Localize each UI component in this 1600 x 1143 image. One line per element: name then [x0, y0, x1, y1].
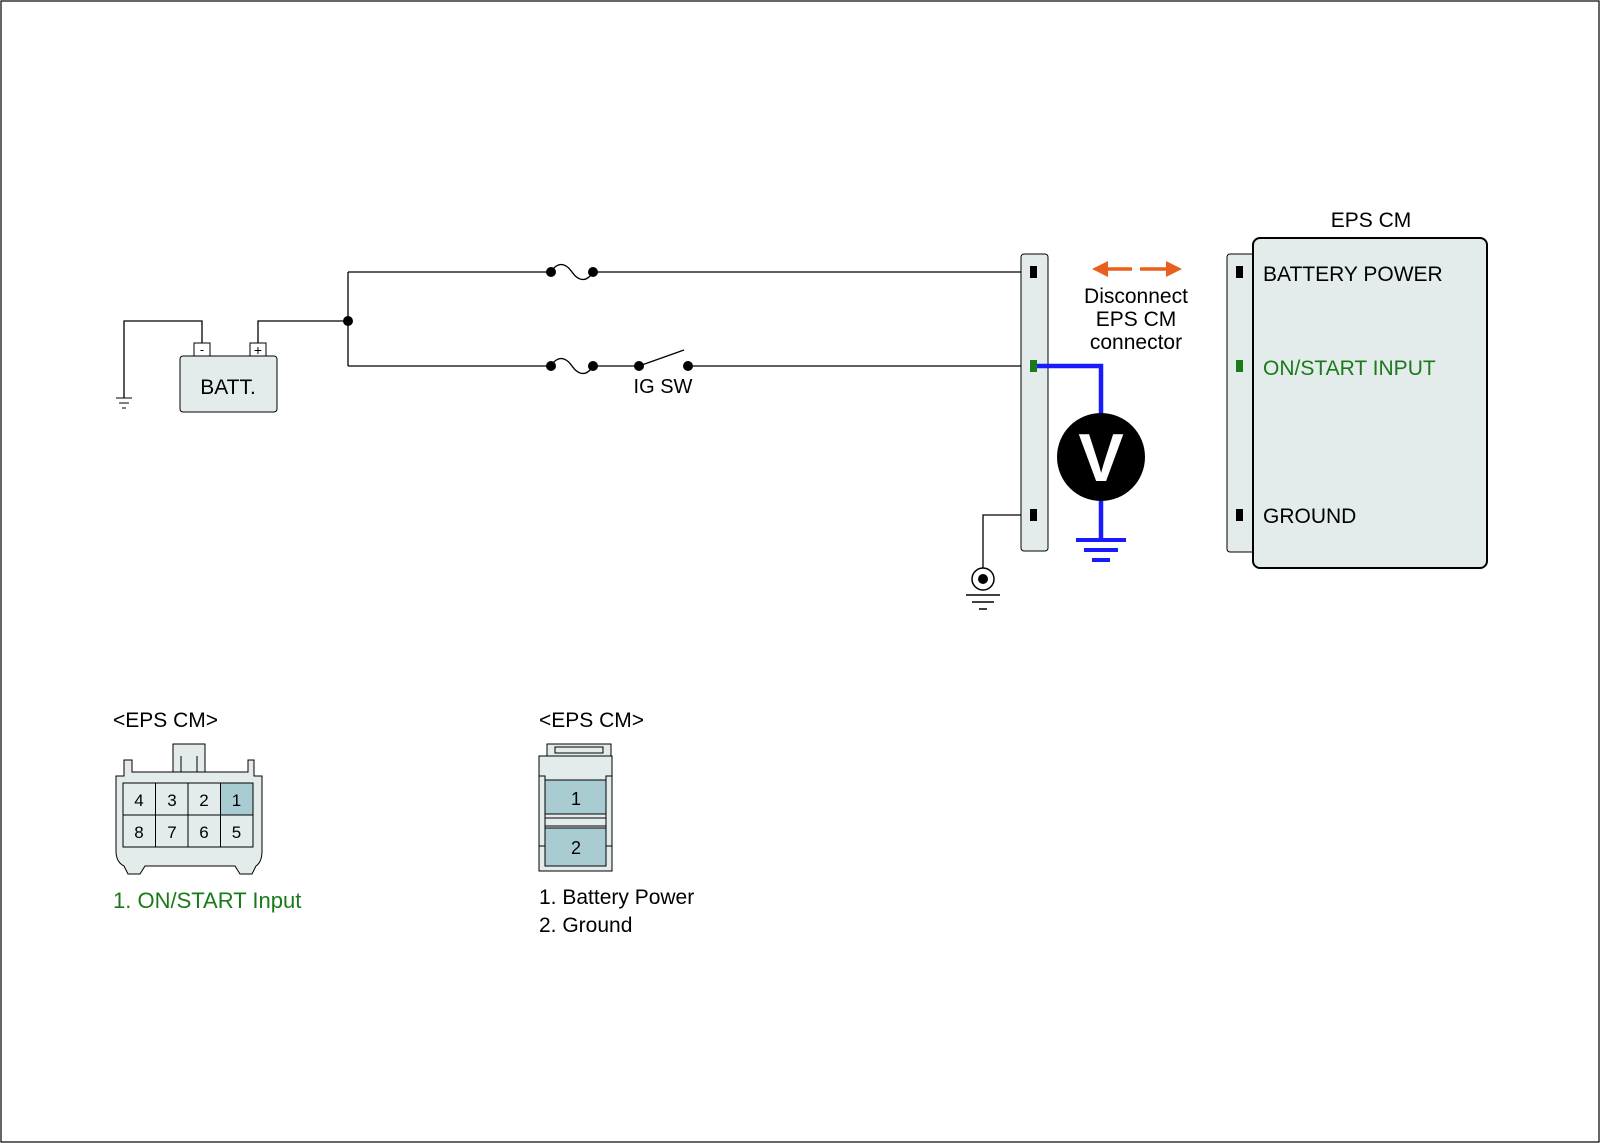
connector-a-8pin: 4 3 2 1 8 7 6 5 — [115, 743, 263, 875]
probe-ground-icon — [1076, 538, 1126, 562]
connector-a-title: <EPS CM> — [113, 709, 218, 732]
battery-negative-wire — [123, 320, 203, 398]
fuse-battery-icon — [546, 263, 598, 281]
connector-b-pin-2: 2 — [571, 838, 581, 858]
wiring — [123, 271, 1032, 568]
connector-a-pin-7: 7 — [167, 823, 176, 842]
ig-switch-label: IG SW — [634, 376, 693, 398]
disconnect-label-line2: EPS CM — [1096, 308, 1177, 331]
connector-a-pin-2: 2 — [199, 791, 208, 810]
connector-a-pin-1: 1 — [232, 791, 241, 810]
connector-b-pin-1-highlight — [544, 779, 607, 815]
ignition-switch-icon — [634, 349, 693, 371]
module-pin-ground — [1236, 509, 1243, 521]
battery-ground-icon — [116, 397, 132, 409]
connector-a-pin-3: 3 — [167, 791, 176, 810]
voltmeter-symbol: V — [1078, 420, 1123, 496]
disconnect-label-line3: connector — [1090, 331, 1182, 354]
battery-neg-symbol: - — [200, 342, 204, 357]
module-title: EPS CM — [1331, 209, 1412, 232]
chassis-ground-icon — [966, 567, 1000, 610]
harness-connector — [1020, 253, 1049, 552]
junction-dot — [343, 316, 353, 326]
connector-b-2pin: 1 2 — [538, 743, 613, 872]
connector-a-pin-6: 6 — [199, 823, 208, 842]
connector-a-pin-1-highlight — [220, 783, 253, 815]
connector-a-pin-5: 5 — [232, 823, 241, 842]
module-label-on-start-input: ON/START INPUT — [1263, 357, 1436, 380]
module-label-battery-power: BATTERY POWER — [1263, 263, 1443, 286]
fuse-ig-icon — [546, 357, 598, 375]
connector-b-divider — [544, 817, 607, 827]
connector-a-pin-8: 8 — [134, 823, 143, 842]
connector-b-legend-2: 2. Ground — [539, 914, 632, 937]
disconnect-arrows-icon — [1092, 261, 1182, 277]
module-pin-battery — [1236, 266, 1243, 278]
probe-wire — [1037, 363, 1104, 540]
harness-pin-ground — [1030, 509, 1037, 521]
voltmeter-icon — [1057, 413, 1145, 501]
connector-b-top-cap — [546, 743, 612, 757]
battery-body — [179, 355, 278, 413]
connector-a-pin-4: 4 — [134, 791, 143, 810]
connector-b-side-rail-right — [605, 775, 613, 847]
battery: - + BATT. — [179, 342, 278, 413]
connector-b-title: <EPS CM> — [539, 709, 644, 732]
connector-a-legend-1: 1. ON/START Input — [113, 888, 301, 913]
harness-pin-battery — [1030, 266, 1037, 278]
battery-pos-symbol: + — [254, 342, 262, 358]
module-pin-on-start — [1236, 360, 1243, 372]
connector-b-side-rail-left — [538, 775, 546, 847]
battery-positive-wire — [257, 320, 348, 345]
module-label-ground: GROUND — [1263, 505, 1356, 528]
battery-label: BATT. — [200, 376, 256, 399]
connector-b-pin-2-highlight — [544, 827, 607, 867]
connector-b-pin-1: 1 — [571, 789, 581, 809]
connector-b-legend-1: 1. Battery Power — [539, 886, 694, 909]
connector-ground-wire — [982, 514, 1032, 568]
disconnect-label-line1: Disconnect — [1084, 285, 1188, 308]
harness-pin-on-start — [1030, 360, 1037, 372]
module-body — [1252, 237, 1488, 569]
